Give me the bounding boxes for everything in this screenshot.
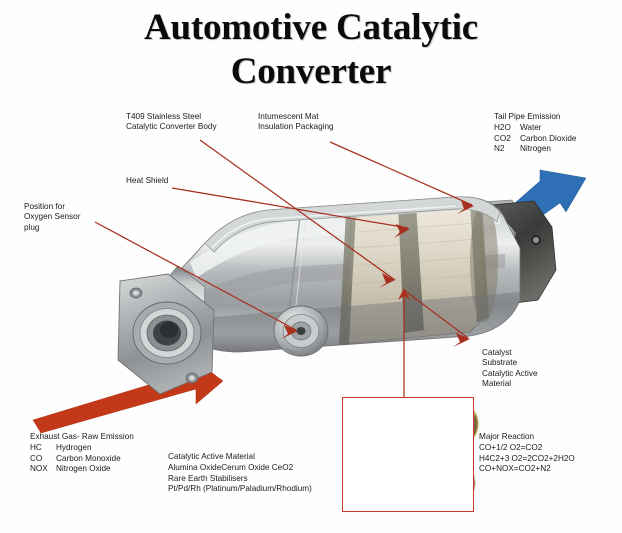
catalytic-active-material-line: Pt/Pd/Rh (Platinum/Paladium/Rhodium) bbox=[168, 484, 312, 494]
major-reaction-equation: CO+NOX=CO2+N2 bbox=[479, 464, 551, 474]
legend-tail-pipe-row: CO2 Carbon Dioxide bbox=[494, 134, 576, 145]
legend-tail-pipe-row: H2O Water bbox=[494, 123, 576, 134]
legend-exhaust-gas-row: NOX Nitrogen Oxide bbox=[30, 464, 134, 475]
legend-tail-pipe-name: Carbon Dioxide bbox=[520, 133, 577, 143]
legend-tail-pipe-name: Nitrogen bbox=[520, 144, 551, 154]
legend-exhaust-gas-name: Hydrogen bbox=[56, 443, 92, 453]
label-catalyst-substrate: Catalyst Substrate Catalytic Active Mate… bbox=[482, 348, 538, 390]
leader-arrowheads bbox=[281, 200, 474, 347]
label-oxygen-sensor-line-1: Position for bbox=[24, 202, 65, 211]
label-converter-body-line-2: Catalytic Converter Body bbox=[126, 122, 217, 132]
legend-tail-pipe-symbol: H2O bbox=[494, 123, 511, 133]
legend-exhaust-gas-header: Exhaust Gas- Raw Emission bbox=[30, 432, 134, 441]
label-catalyst-substrate-line-3: Catalytic Active bbox=[482, 368, 538, 378]
honeycomb-detail-inset-frame bbox=[342, 397, 474, 512]
oxygen-sensor-boss bbox=[273, 305, 329, 357]
label-catalyst-substrate-line-2: Substrate bbox=[482, 358, 518, 368]
legend-tail-pipe-header: Tail Pipe Emission bbox=[494, 112, 561, 121]
label-oxygen-sensor-line-3: plug bbox=[24, 222, 40, 232]
label-intumescent-mat-line-1: Intumescent Mat bbox=[258, 112, 319, 121]
label-oxygen-sensor: Position for Oxygen Sensor plug bbox=[24, 202, 80, 233]
legend-tail-pipe-emission: Tail Pipe Emission H2O Water CO2 Carbon Di… bbox=[494, 112, 576, 155]
legend-exhaust-gas-symbol: CO bbox=[30, 453, 43, 463]
catalytic-active-material-line: Rare Earth Stabilisers bbox=[168, 473, 248, 483]
converter-shell-body bbox=[167, 196, 521, 353]
label-catalyst-substrate-line-4: Material bbox=[482, 379, 512, 389]
label-heat-shield: Heat Shield bbox=[126, 176, 168, 186]
inlet-flange-assembly bbox=[117, 265, 215, 395]
title-line-2: Converter bbox=[230, 51, 392, 92]
legend-exhaust-gas-symbol: HC bbox=[30, 443, 42, 453]
label-oxygen-sensor-line-2: Oxygen Sensor bbox=[24, 212, 81, 222]
legend-catalytic-active-material: Catalytic Active Material Alumina OxideC… bbox=[168, 452, 312, 495]
page-title: Automotive Catalytic Converter bbox=[0, 6, 622, 94]
major-reaction-equation: H4C2+3 O2=2CO2+2H2O bbox=[479, 453, 575, 463]
legend-exhaust-gas-name: Nitrogen Oxide bbox=[56, 464, 111, 474]
label-converter-body-line-1: T409 Stainless Steel bbox=[126, 112, 202, 121]
legend-tail-pipe-name: Water bbox=[520, 123, 542, 133]
catalytic-active-material-line: Alumina OxideCerum Oxide CeO2 bbox=[168, 463, 294, 473]
legend-major-reaction: Major Reaction CO+1/2 O2=CO2 H4C2+3 O2=2… bbox=[479, 432, 575, 475]
catalytic-active-material-header: Catalytic Active Material bbox=[168, 452, 255, 461]
label-intumescent-mat-line-2: Insulation Packaging bbox=[258, 122, 334, 132]
legend-exhaust-gas-row: CO Carbon Monoxide bbox=[30, 454, 134, 465]
legend-tail-pipe-symbol: N2 bbox=[494, 144, 505, 154]
label-catalyst-substrate-line-1: Catalyst bbox=[482, 348, 512, 357]
legend-exhaust-gas-symbol: NOX bbox=[30, 464, 48, 474]
major-reaction-equation: CO+1/2 O2=CO2 bbox=[479, 443, 543, 453]
label-converter-body: T409 Stainless Steel Catalytic Converter… bbox=[126, 112, 217, 133]
label-heat-shield-line-1: Heat Shield bbox=[126, 176, 169, 185]
label-intumescent-mat: Intumescent Mat Insulation Packaging bbox=[258, 112, 334, 133]
legend-tail-pipe-row: N2 Nitrogen bbox=[494, 144, 576, 155]
major-reaction-header: Major Reaction bbox=[479, 432, 535, 441]
legend-tail-pipe-symbol: CO2 bbox=[494, 133, 511, 143]
legend-exhaust-gas-name: Carbon Monoxide bbox=[56, 453, 121, 463]
title-line-1: Automotive Catalytic bbox=[143, 7, 479, 48]
legend-exhaust-gas-row: HC Hydrogen bbox=[30, 443, 134, 454]
leader-lines bbox=[94, 139, 473, 400]
